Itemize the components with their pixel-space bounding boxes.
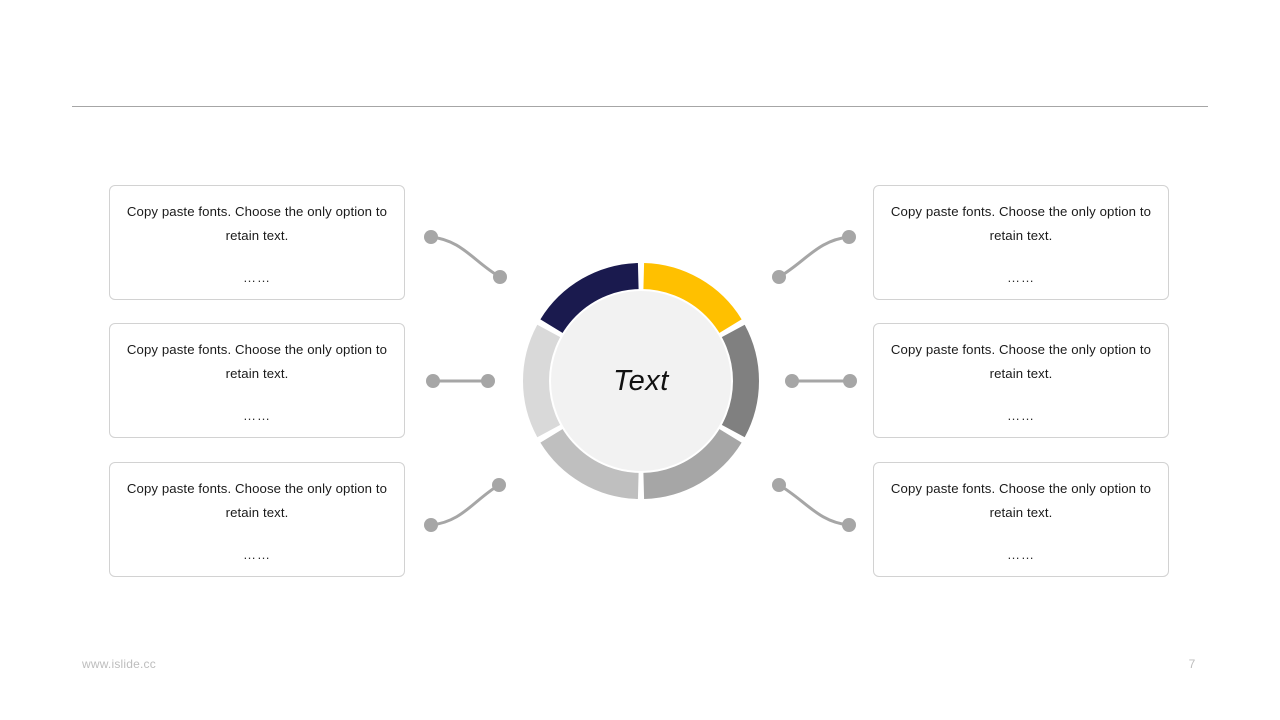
text-box-body: Copy paste fonts. Choose the only option…	[126, 342, 388, 382]
connector-left-3-dot-end	[492, 478, 506, 492]
donut-chart[interactable]: Text	[523, 263, 759, 499]
text-box-body: Copy paste fonts. Choose the only option…	[890, 481, 1152, 521]
connector-right-3	[777, 483, 851, 527]
text-box-right-1[interactable]: Copy paste fonts. Choose the only option…	[873, 185, 1169, 300]
footer-url[interactable]: www.islide.cc	[82, 657, 156, 671]
donut-inner-circle	[549, 289, 733, 473]
donut-segment-4[interactable]	[540, 428, 640, 499]
donut-chart-svg	[523, 263, 759, 499]
text-box-right-2[interactable]: Copy paste fonts. Choose the only option…	[873, 323, 1169, 438]
connector-right-1-dot-end	[842, 230, 856, 244]
text-box-body: Copy paste fonts. Choose the only option…	[126, 481, 388, 521]
text-box-ellipsis: ……	[1007, 408, 1035, 423]
connector-left-2-dot-end	[481, 374, 495, 388]
text-box-body: Copy paste fonts. Choose the only option…	[890, 204, 1152, 244]
connector-right-1	[777, 235, 851, 279]
page-number: 7	[1188, 657, 1196, 671]
text-box-left-1[interactable]: Copy paste fonts. Choose the only option…	[109, 185, 405, 300]
text-box-ellipsis: ……	[1007, 270, 1035, 285]
connector-right-1-dot-start	[772, 270, 786, 284]
text-box-ellipsis: ……	[243, 408, 271, 423]
text-box-body: Copy paste fonts. Choose the only option…	[890, 342, 1152, 382]
text-box-ellipsis: ……	[243, 270, 271, 285]
donut-segments	[523, 263, 759, 499]
connector-left-1-dot-start	[424, 230, 438, 244]
text-box-left-2[interactable]: Copy paste fonts. Choose the only option…	[109, 323, 405, 438]
donut-segment-2[interactable]	[720, 324, 759, 438]
connector-left-3	[429, 483, 501, 527]
header-divider	[72, 106, 1208, 107]
text-box-right-3[interactable]: Copy paste fonts. Choose the only option…	[873, 462, 1169, 577]
connector-right-2-dot-end	[843, 374, 857, 388]
donut-segment-3[interactable]	[642, 428, 742, 499]
text-box-ellipsis: ……	[243, 547, 271, 562]
connector-left-1	[429, 235, 502, 279]
donut-segment-6[interactable]	[540, 263, 640, 334]
connector-left-1-dot-end	[493, 270, 507, 284]
connector-right-3-dot-start	[772, 478, 786, 492]
text-box-body: Copy paste fonts. Choose the only option…	[126, 204, 388, 244]
connector-right-2-dot-start	[785, 374, 799, 388]
text-box-ellipsis: ……	[1007, 547, 1035, 562]
connector-left-2-dot-start	[426, 374, 440, 388]
text-box-left-3[interactable]: Copy paste fonts. Choose the only option…	[109, 462, 405, 577]
donut-segment-1[interactable]	[642, 263, 742, 334]
connector-right-3-dot-end	[842, 518, 856, 532]
connector-left-3-dot-start	[424, 518, 438, 532]
donut-segment-5[interactable]	[523, 324, 562, 438]
